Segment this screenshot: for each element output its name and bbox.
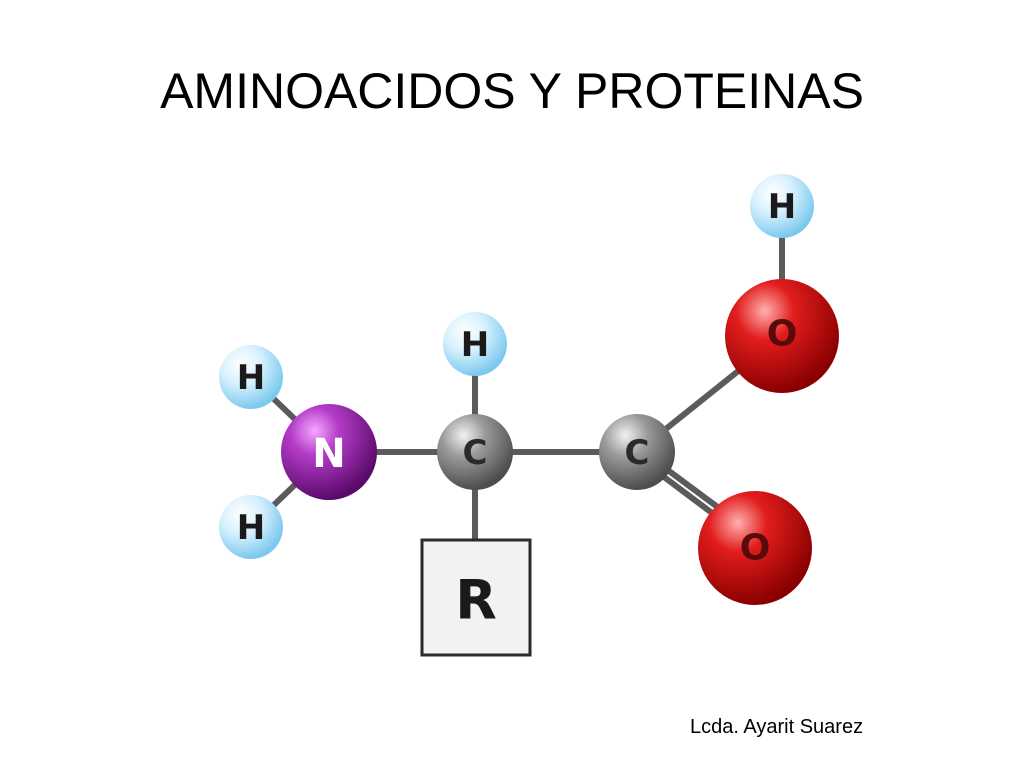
svg-text:N: N bbox=[312, 431, 345, 477]
svg-text:H: H bbox=[768, 187, 796, 227]
atom-h-top-right: H bbox=[750, 174, 814, 238]
svg-text:O: O bbox=[767, 314, 798, 355]
r-group-box bbox=[420, 538, 532, 657]
svg-text:H: H bbox=[237, 358, 265, 398]
svg-text:C: C bbox=[625, 433, 650, 473]
r-group: R bbox=[420, 538, 532, 657]
svg-text:H: H bbox=[461, 325, 489, 365]
atom-n-amino: N bbox=[281, 404, 377, 500]
svg-text:H: H bbox=[237, 508, 265, 548]
atom-h-alpha: H bbox=[443, 312, 507, 376]
atom-o-hydroxyl: O bbox=[725, 279, 839, 393]
atom-c-carboxyl: C bbox=[599, 414, 675, 490]
atom-c-alpha: C bbox=[437, 414, 513, 490]
svg-text:O: O bbox=[740, 528, 771, 569]
author-credit: Lcda. Ayarit Suarez bbox=[690, 716, 864, 738]
atom-o-carbonyl: O bbox=[698, 491, 812, 605]
svg-text:C: C bbox=[463, 433, 488, 473]
r-group-label: R bbox=[455, 569, 497, 632]
slide-title: AMINOACIDOS Y PROTEINAS bbox=[160, 63, 864, 119]
atom-h-amino-top: H bbox=[219, 345, 283, 409]
atom-h-amino-bottom: H bbox=[219, 495, 283, 559]
